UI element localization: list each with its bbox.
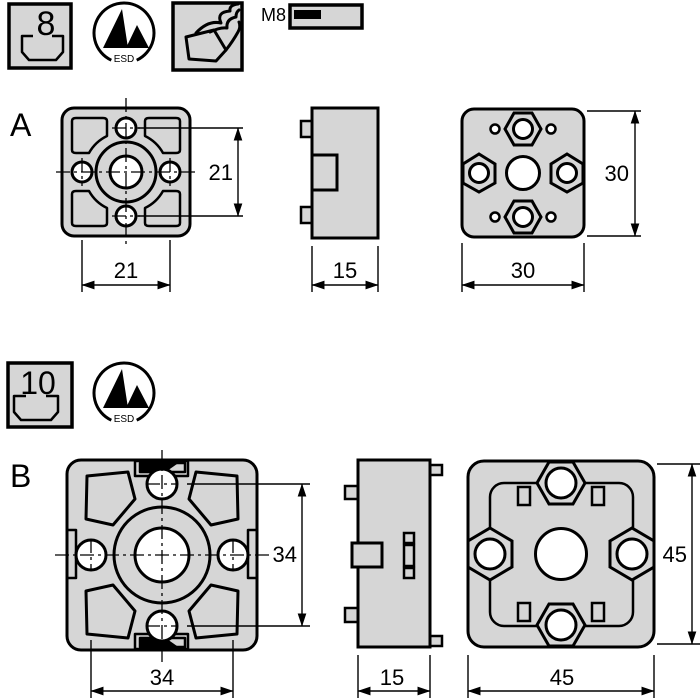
- centerlines: [55, 450, 270, 662]
- esd-triangle-small: [126, 25, 149, 48]
- boss-hole: [468, 162, 490, 184]
- dim-a-front-vertical: 21: [138, 127, 243, 217]
- esd-hand-glyph: [114, 393, 122, 405]
- side-tab: [343, 606, 360, 624]
- chip-curl-lower: [208, 8, 241, 34]
- esd-circle: [92, 1, 156, 62]
- dim-b-side-depth: 15: [357, 655, 431, 698]
- dim-text: 30: [605, 161, 629, 186]
- back-view-b: 45 45: [466, 459, 700, 698]
- esd-label: ESD: [114, 54, 135, 65]
- boss-hole: [512, 206, 534, 228]
- dim-text: 30: [511, 258, 535, 283]
- boss-hole: [556, 162, 578, 184]
- center-bore: [534, 527, 588, 581]
- icons-row-top: 8 ESD M8: [7, 1, 364, 72]
- dim-text: 21: [114, 258, 138, 283]
- boss-hole: [544, 608, 578, 642]
- boss-hole: [544, 466, 578, 500]
- corner-pocket: [70, 189, 109, 228]
- side-view-a: 15: [299, 106, 380, 292]
- dim-a-front-horizontal: 21: [81, 240, 171, 292]
- thread-bar-fill: [294, 10, 321, 19]
- back-view-a: 30 30: [460, 107, 641, 292]
- snap-detail: [402, 543, 416, 568]
- slot: [590, 601, 606, 623]
- corner-pocket: [187, 583, 240, 640]
- corner-pocket: [70, 116, 109, 155]
- dim-b-front-horizontal: 34: [90, 640, 234, 698]
- esd-triangle-large: [103, 9, 128, 48]
- variant-a-row: A 21 21: [10, 98, 641, 292]
- snap-detail: [402, 531, 416, 545]
- corner-pocket: [84, 470, 137, 527]
- boss-hole: [512, 118, 534, 140]
- side-notch: [310, 153, 339, 192]
- corner-pocket: [84, 583, 137, 640]
- snap-detail: [402, 566, 416, 580]
- profile-slot-8-icon: 8: [7, 2, 73, 70]
- slot: [516, 485, 532, 507]
- esd-icon: ESD: [92, 1, 156, 65]
- chip-edge: [224, 20, 242, 52]
- dim-a-back-height: 30: [587, 110, 641, 237]
- side-view-b: 15: [343, 458, 444, 698]
- slot: [516, 601, 532, 623]
- icons-row-middle: 10 ESD: [6, 361, 156, 429]
- dim-text: 34: [150, 665, 174, 690]
- esd-circle: [92, 361, 156, 422]
- icon-frame: [171, 1, 244, 72]
- corner-pocket: [143, 189, 182, 228]
- boss-hole: [473, 537, 507, 571]
- thread-size-label: M8: [261, 5, 286, 25]
- side-notch: [350, 541, 384, 569]
- esd-icon: ESD: [92, 361, 156, 425]
- side-tab: [343, 484, 360, 501]
- extension-lines: [187, 483, 310, 627]
- profile-slot-10-icon: 10: [6, 361, 74, 429]
- esd-hand-glyph: [114, 33, 122, 45]
- boss-hole: [615, 537, 649, 571]
- dim-text: 15: [380, 665, 404, 690]
- center-bore: [505, 155, 541, 191]
- thread-size-indicator: M8: [261, 3, 364, 30]
- corner-pocket: [187, 470, 240, 527]
- esd-triangle-large: [103, 369, 128, 408]
- variant-b-row: B 34: [10, 450, 700, 698]
- dim-b-back-height: 45: [657, 463, 700, 645]
- esd-triangle-small: [126, 385, 149, 408]
- machining-icon: [171, 1, 244, 72]
- front-view-b: 34 34: [55, 450, 310, 698]
- corner-pocket: [143, 116, 182, 155]
- extension-lines: [138, 127, 243, 217]
- pin-hole: [489, 211, 501, 223]
- dim-b-back-width: 45: [467, 655, 655, 698]
- pin-hole: [545, 123, 557, 135]
- dim-text: 15: [333, 258, 357, 283]
- dim-text: 34: [273, 542, 297, 567]
- slot-profile-glyph: [12, 394, 60, 422]
- front-view-a: 21 21: [56, 98, 243, 292]
- esd-label: ESD: [114, 414, 135, 425]
- dim-text: 45: [550, 665, 574, 690]
- chip-curl-upper: [194, 2, 240, 35]
- dim-b-front-vertical: 34: [187, 483, 310, 627]
- centerlines: [56, 98, 198, 246]
- dim-a-back-width: 30: [461, 243, 585, 292]
- slot-profile-glyph: [20, 34, 65, 62]
- dim-text: 45: [663, 542, 687, 567]
- slot-size-label: 8: [37, 5, 56, 43]
- pin-hole: [545, 211, 557, 223]
- variant-b-label: B: [10, 458, 31, 494]
- dim-text: 21: [209, 160, 233, 185]
- dim-a-side-depth: 15: [311, 246, 379, 292]
- slot: [590, 485, 606, 507]
- pin-hole: [489, 123, 501, 135]
- variant-a-label: A: [10, 107, 32, 143]
